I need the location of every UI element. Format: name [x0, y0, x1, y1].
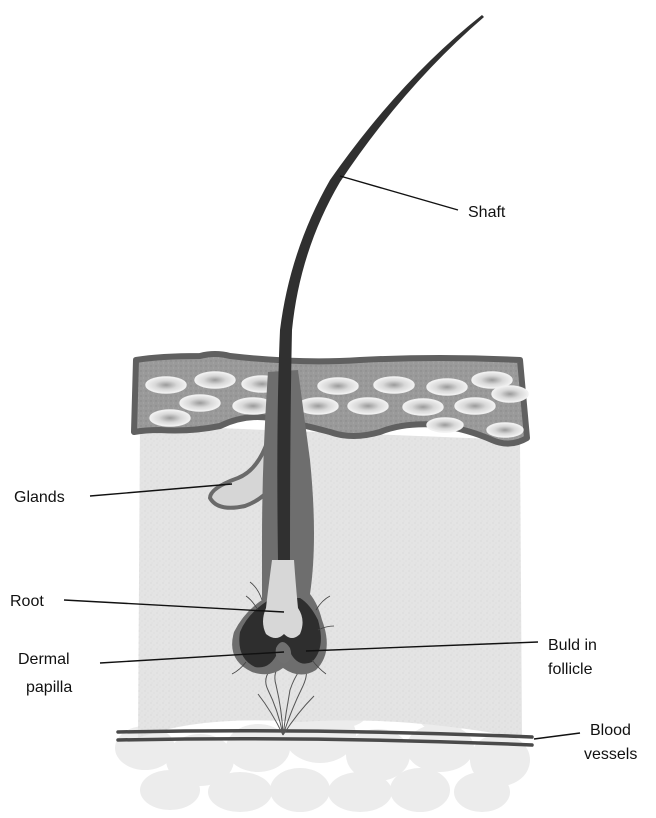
- shaft-label: Shaft: [468, 204, 506, 221]
- blood-vessels-leader: [534, 733, 580, 739]
- dermal-papilla-label-line2: papilla: [26, 679, 72, 696]
- blood-vessels-label-line1: Blood: [590, 722, 631, 739]
- shaft-leader: [340, 176, 458, 210]
- bulb-label-line1: Buld in: [548, 637, 597, 654]
- dermis: [138, 425, 522, 738]
- blood-vessels-label-line2: vessels: [584, 746, 637, 763]
- dermal-papilla-label-line1: Dermal: [18, 651, 70, 668]
- root-label: Root: [10, 593, 44, 610]
- glands-label: Glands: [14, 489, 65, 506]
- bulb-label-line2: follicle: [548, 661, 593, 678]
